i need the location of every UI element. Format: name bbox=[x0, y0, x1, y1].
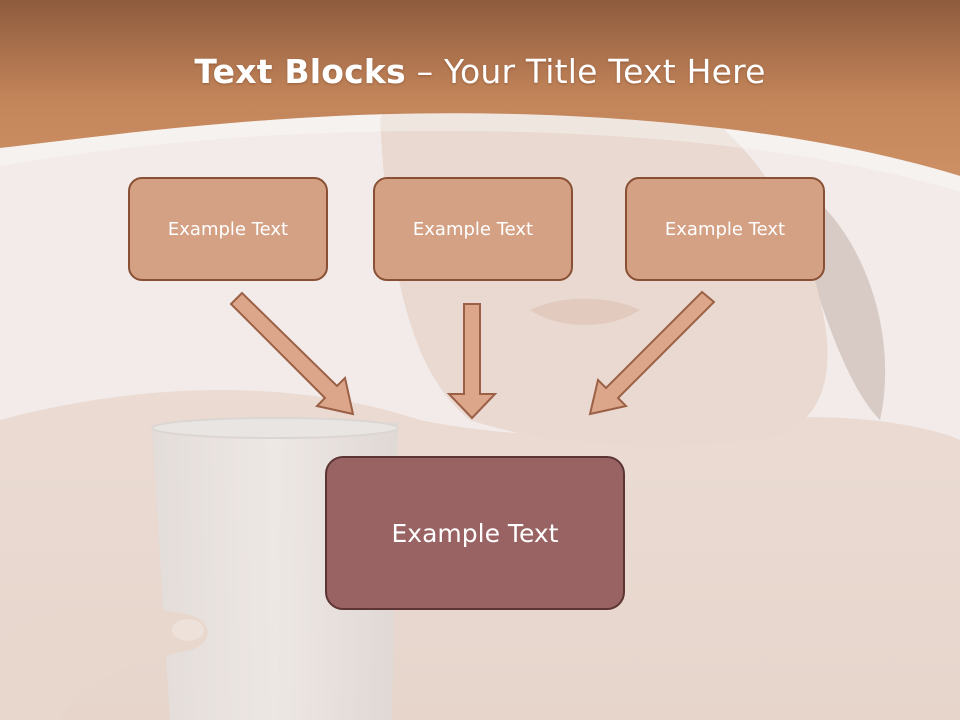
text-block-right[interactable]: Example Text bbox=[625, 177, 825, 281]
title-separator: – bbox=[405, 52, 444, 91]
title-bold: Text Blocks bbox=[194, 52, 406, 91]
title-rest: Your Title Text Here bbox=[443, 52, 766, 91]
header-band bbox=[0, 0, 960, 192]
arrow-center bbox=[446, 303, 498, 420]
text-block-right-label: Example Text bbox=[664, 218, 786, 240]
text-block-target[interactable]: Example Text bbox=[325, 456, 625, 610]
text-block-center-label: Example Text bbox=[412, 218, 534, 240]
slide-title: Text Blocks – Your Title Text Here bbox=[0, 52, 960, 91]
text-block-target-label: Example Text bbox=[391, 518, 559, 548]
text-block-left-label: Example Text bbox=[167, 218, 289, 240]
arrow-left bbox=[229, 291, 355, 416]
arrow-right bbox=[588, 290, 716, 416]
text-block-left[interactable]: Example Text bbox=[128, 177, 328, 281]
text-block-center[interactable]: Example Text bbox=[373, 177, 573, 281]
